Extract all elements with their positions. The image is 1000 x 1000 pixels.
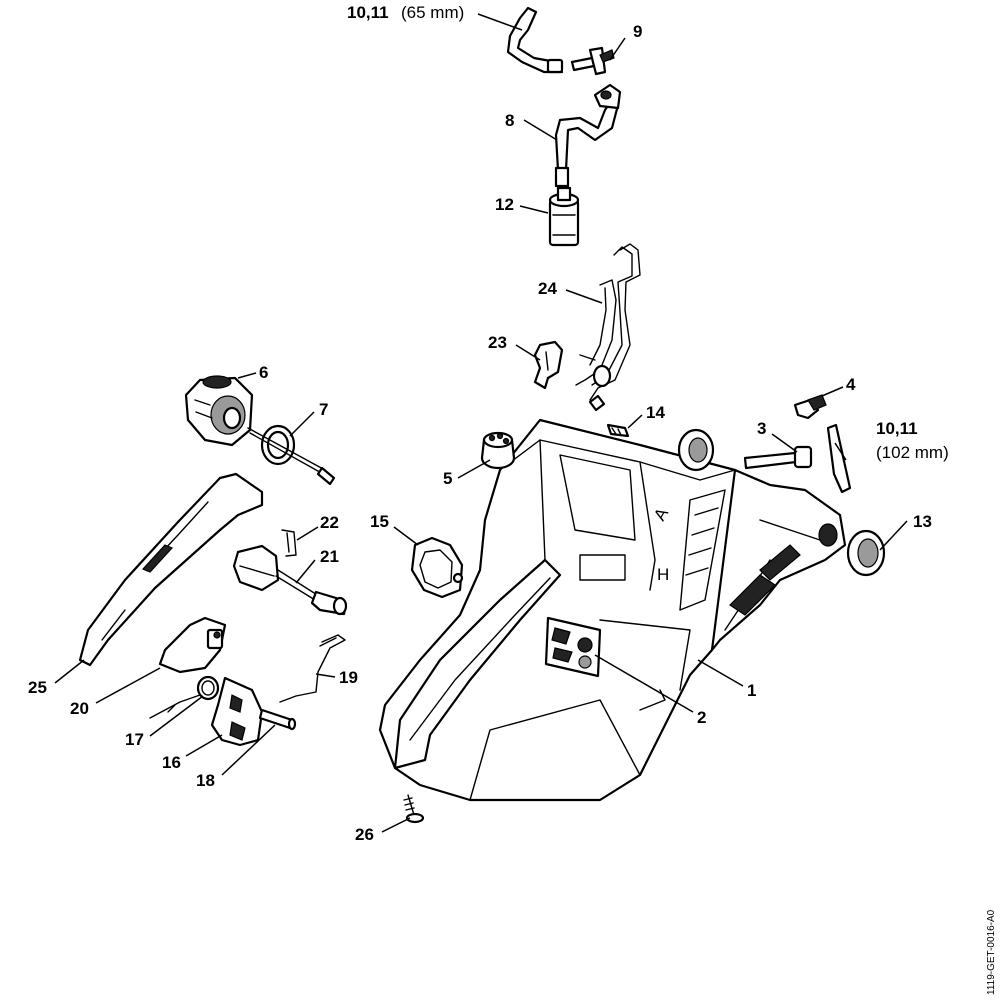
label-part-16: 16 bbox=[162, 753, 181, 772]
tensioner-part-21 bbox=[232, 544, 348, 616]
oil-pump-rod bbox=[247, 427, 336, 486]
part-labels: 1 2 3 4 5 6 7 8 9 10,11 (65 mm) 10,11 (1… bbox=[28, 3, 949, 844]
label-part-10-11-top-size: (65 mm) bbox=[401, 3, 464, 22]
grommet bbox=[593, 83, 622, 110]
label-part-6: 6 bbox=[259, 363, 268, 382]
handle-grip-part-25 bbox=[78, 472, 264, 667]
clip-part-22 bbox=[281, 529, 297, 557]
label-part-25: 25 bbox=[28, 678, 47, 697]
filter-part-12 bbox=[548, 186, 580, 247]
label-part-26: 26 bbox=[355, 825, 374, 844]
bracket-part-23 bbox=[533, 340, 564, 390]
label-part-4: 4 bbox=[846, 375, 856, 394]
label-part-8: 8 bbox=[505, 111, 514, 130]
label-part-5: 5 bbox=[443, 469, 452, 488]
pin-part-18 bbox=[258, 708, 297, 731]
hose-102mm-part-10-11 bbox=[826, 423, 852, 494]
gasket-part-15 bbox=[410, 536, 464, 599]
document-id: 1119-GET-0016-A0 bbox=[986, 909, 997, 995]
oil-pump-part-6 bbox=[184, 375, 254, 447]
ring-upper bbox=[677, 428, 715, 472]
suction-hose-part-8 bbox=[554, 98, 620, 188]
label-part-17: 17 bbox=[125, 730, 144, 749]
label-part-10-11-right: 10,11 bbox=[876, 419, 918, 438]
label-part-9: 9 bbox=[633, 22, 642, 41]
warning-label-part-2 bbox=[544, 616, 602, 678]
bolt-part-3 bbox=[743, 445, 813, 470]
label-part-10-11-right-size: (102 mm) bbox=[876, 443, 949, 462]
label-part-20: 20 bbox=[70, 699, 89, 718]
label-part-2: 2 bbox=[697, 708, 706, 727]
label-part-23: 23 bbox=[488, 333, 507, 352]
screw-part-26 bbox=[403, 794, 425, 824]
label-part-24: 24 bbox=[538, 279, 557, 298]
leader-lines bbox=[54, 13, 908, 833]
elbow-fitting-part-4 bbox=[793, 394, 827, 420]
label-part-7: 7 bbox=[319, 400, 328, 419]
label-part-1: 1 bbox=[747, 681, 756, 700]
valve-part-5 bbox=[480, 431, 516, 470]
label-part-12: 12 bbox=[495, 195, 514, 214]
catcher-part-16 bbox=[210, 676, 264, 747]
spring-part-17 bbox=[149, 675, 220, 719]
label-part-10-11-top: 10,11 bbox=[347, 3, 389, 22]
label-part-22: 22 bbox=[320, 513, 339, 532]
lever-marking-h: H bbox=[657, 565, 669, 584]
label-part-18: 18 bbox=[196, 771, 215, 790]
fitting-part-9 bbox=[570, 46, 615, 76]
label-part-15: 15 bbox=[370, 512, 389, 531]
hose-65mm-part-10-11 bbox=[506, 6, 564, 74]
wire-harness-part-24 bbox=[575, 243, 641, 412]
cover-part-20 bbox=[158, 616, 227, 674]
label-part-19: 19 bbox=[339, 668, 358, 687]
ring-part-13 bbox=[846, 529, 886, 577]
label-part-21: 21 bbox=[320, 547, 339, 566]
rod-part-19 bbox=[279, 634, 346, 703]
label-part-3: 3 bbox=[757, 419, 766, 438]
label-part-13: 13 bbox=[913, 512, 932, 531]
housing-part-1: A H bbox=[378, 418, 847, 802]
label-part-14: 14 bbox=[646, 403, 665, 422]
clip-part-14 bbox=[606, 423, 630, 438]
